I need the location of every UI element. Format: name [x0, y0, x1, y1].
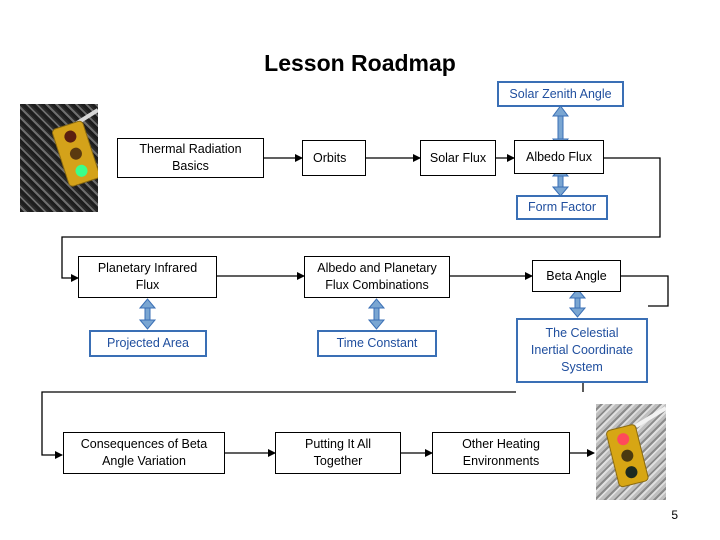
arrow-wrap-row3-row4 [41, 391, 516, 459]
node-albedo-flux[interactable]: Albedo Flux [514, 140, 604, 174]
traffic-light-green-image [20, 104, 98, 212]
node-planetary-infrared-flux[interactable]: Planetary Infrared Flux [78, 256, 217, 298]
traffic-light-red-image [596, 404, 666, 500]
node-projected-area[interactable]: Projected Area [89, 330, 207, 357]
node-other-heating-environments[interactable]: Other Heating Environments [432, 432, 570, 474]
double-arrow-planetaryir-projected [138, 298, 157, 330]
node-solar-flux[interactable]: Solar Flux [420, 140, 496, 176]
node-albedo-planetary-flux-combinations[interactable]: Albedo and Planetary Flux Combinations [304, 256, 450, 298]
double-arrow-albedoplanetary-timeconstant [367, 298, 386, 330]
node-putting-it-all-together[interactable]: Putting It All Together [275, 432, 401, 474]
traffic-light-red-icon [606, 406, 666, 488]
node-solar-zenith-angle[interactable]: Solar Zenith Angle [497, 81, 624, 107]
node-orbits[interactable]: Orbits [302, 140, 366, 176]
node-consequences-of-beta-angle-variation[interactable]: Consequences of Beta Angle Variation [63, 432, 225, 474]
node-thermal-radiation-basics[interactable]: Thermal Radiation Basics [117, 138, 264, 178]
arrow-wrap-row2-row4 [621, 275, 669, 307]
traffic-light-green-icon [52, 108, 98, 187]
node-form-factor[interactable]: Form Factor [516, 195, 608, 220]
double-arrow-beta-celestial [568, 288, 587, 318]
arrow-wrap-row1-row2 [61, 157, 661, 282]
node-beta-angle[interactable]: Beta Angle [532, 260, 621, 292]
node-celestial-inertial-coordinate-system[interactable]: The Celestial Inertial Coordinate System [516, 318, 648, 383]
node-time-constant[interactable]: Time Constant [317, 330, 437, 357]
page-number: 5 [671, 508, 678, 522]
page-title: Lesson Roadmap [264, 50, 456, 76]
